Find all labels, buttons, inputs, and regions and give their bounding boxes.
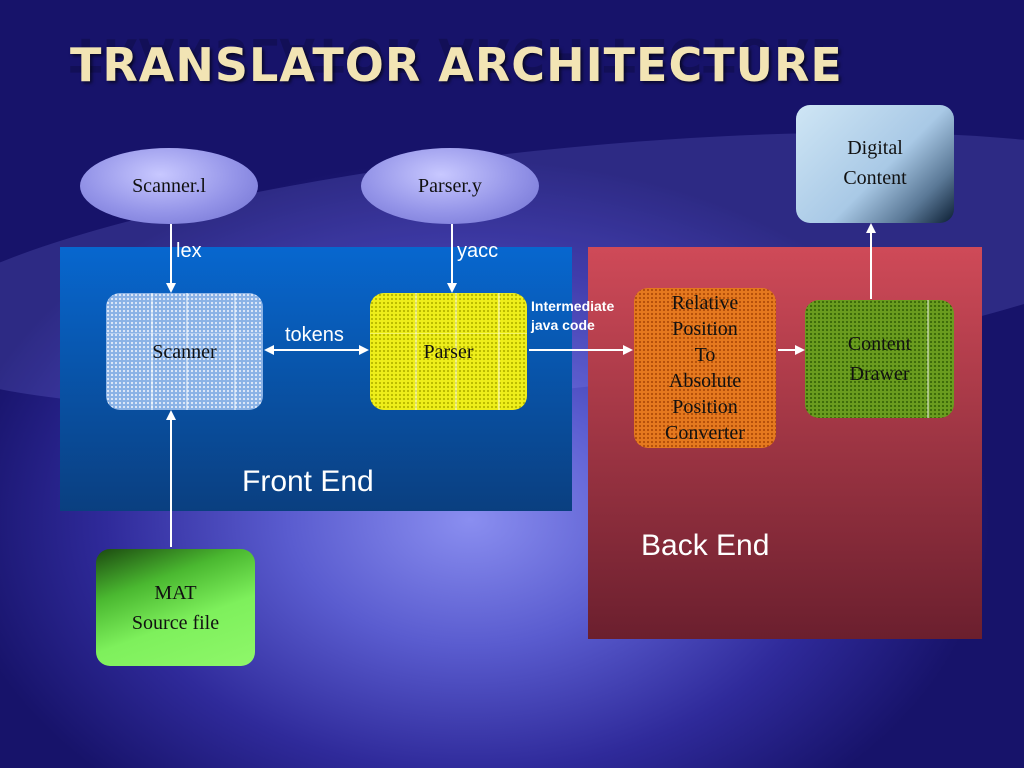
drawer-line: Content — [847, 333, 912, 355]
drawer-line: Drawer — [849, 363, 910, 385]
converter-line: Relative — [671, 292, 739, 314]
source-line: Source file — [131, 611, 220, 634]
parser-node: Parser — [370, 293, 527, 410]
yacc-label: yacc — [457, 240, 499, 262]
parser-label: Parser — [423, 340, 474, 363]
scanner-l-node: Scanner.l — [80, 148, 258, 224]
parser-y-node: Parser.y — [361, 148, 539, 224]
intermediate-code-label: Intermediate java code — [531, 298, 615, 333]
front-end-label: Front End — [242, 465, 374, 498]
tokens-label: tokens — [285, 324, 344, 346]
lex-label: lex — [176, 240, 202, 262]
scanner-l-label: Scanner.l — [132, 174, 206, 197]
parser-y-label: Parser.y — [418, 174, 482, 197]
converter-line: To — [694, 344, 716, 366]
position-converter-node: Relative Position To Absolute Position C… — [634, 288, 776, 448]
digital-line: Digital — [847, 137, 903, 159]
digital-line: Content — [843, 167, 907, 189]
back-end-label: Back End — [641, 529, 770, 562]
content-drawer-node: Content Drawer — [805, 300, 954, 418]
converter-line: Converter — [665, 422, 745, 444]
mat-source-file-node: MAT Source file — [96, 549, 255, 666]
digital-content-node: Digital Content — [796, 105, 954, 223]
scanner-node: Scanner — [106, 293, 263, 410]
scanner-label: Scanner — [152, 340, 217, 363]
converter-line: Position — [672, 318, 738, 340]
converter-line: Position — [672, 396, 738, 418]
slide-title: TRANSLATOR ARCHITECTURE — [70, 38, 843, 92]
source-line: MAT — [154, 581, 197, 604]
converter-line: Absolute — [668, 370, 742, 392]
